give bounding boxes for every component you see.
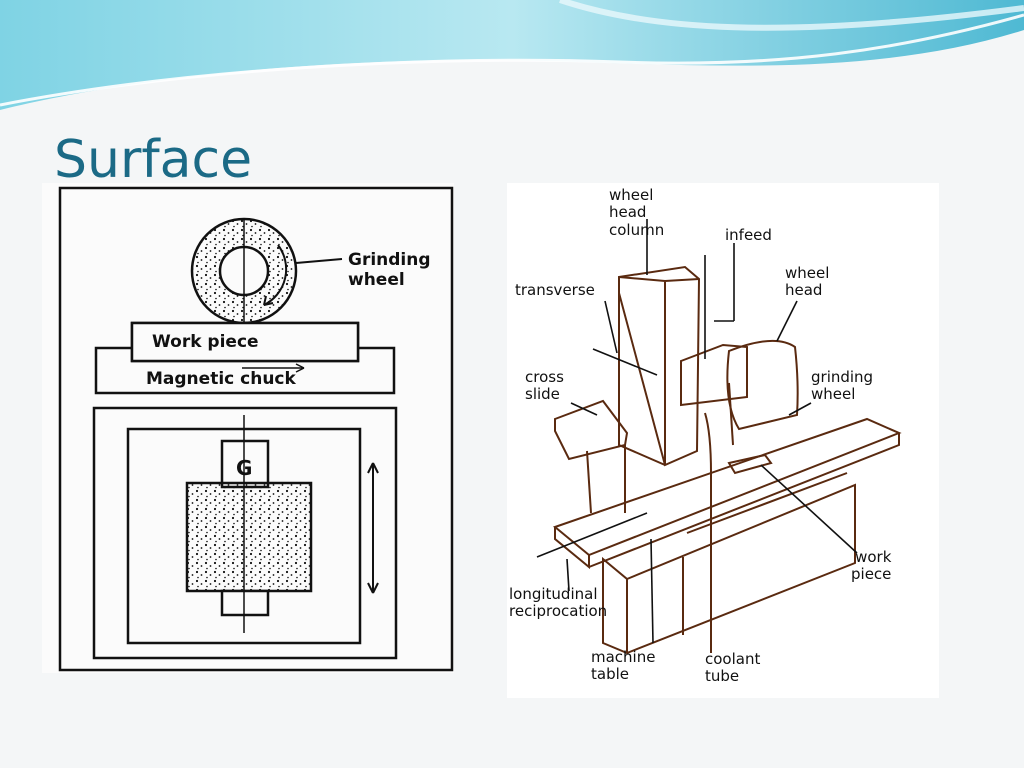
label-coolant-tube: coolant tube: [705, 650, 761, 686]
cross-slide-shape: [554, 399, 629, 461]
top-view-outer: [92, 406, 398, 660]
right-diagram-bg: [507, 183, 939, 698]
label-work-piece: work piece: [851, 548, 892, 584]
right-diagram-lines: [536, 219, 902, 655]
right-diagram: wheel head column infeed wheel head tran…: [507, 183, 939, 698]
label-grinding-wheel: grinding wheel: [811, 368, 874, 404]
label-longitudinal-reciprocation: longitudinal reciprocation: [509, 585, 608, 621]
wheel-head-column-shape: [618, 265, 701, 467]
top-view-wheel: [220, 439, 270, 489]
top-view-mark: G: [236, 456, 253, 480]
label-cross-slide: cross slide: [525, 368, 564, 404]
grinding-wheel-label: Grinding wheel: [348, 250, 431, 290]
left-diagram: Grinding wheel Work piece Magnetic chuck…: [42, 183, 454, 673]
work-piece-shape-right: [727, 453, 773, 475]
label-infeed: infeed: [725, 226, 772, 244]
label-machine-table: machine table: [591, 648, 656, 684]
magnetic-chuck-label: Magnetic chuck: [146, 369, 296, 389]
label-transverse: transverse: [515, 281, 595, 299]
left-diagram-lines: [58, 186, 454, 672]
machine-table-shape: [552, 417, 902, 557]
top-view-workpiece: [185, 481, 313, 593]
label-wheel-head: wheel head: [785, 264, 830, 300]
header-wave: [0, 0, 1024, 110]
work-piece-label: Work piece: [152, 332, 259, 352]
grinding-wheel-guard: [726, 339, 799, 431]
slide-title: Surface: [54, 130, 253, 188]
label-wheel-head-column: wheel head column: [609, 186, 665, 239]
outer-border: [58, 186, 454, 672]
wheel-head-shape: [680, 343, 748, 407]
